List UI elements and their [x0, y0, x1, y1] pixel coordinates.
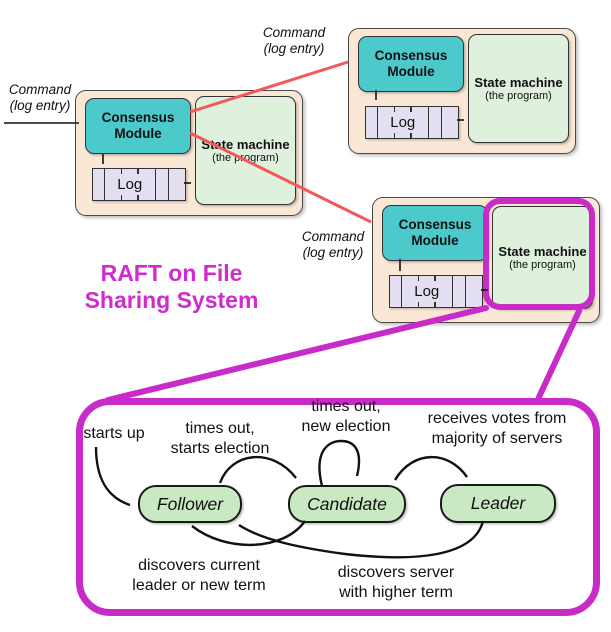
command-label-line2: (log entry) — [302, 245, 364, 260]
label-line: receives votes from — [427, 410, 567, 427]
follower-state-label: Follower — [156, 493, 224, 514]
candidate-state-label: Candidate — [307, 493, 387, 514]
command-label-line1: Command — [8, 82, 72, 97]
consensus-module-label-line2: Module — [114, 126, 162, 141]
command-label-bottom: Command (log entry) — [294, 229, 372, 261]
log-tick — [137, 195, 139, 200]
log-cell — [156, 169, 170, 200]
consensus-module: Consensus Module — [382, 205, 488, 261]
log-tick — [393, 133, 396, 138]
log-cell: Log — [402, 276, 453, 307]
state-machine-label: State machine — [201, 137, 290, 152]
leader-state: Leader — [440, 484, 556, 523]
log-tick — [410, 133, 412, 138]
starts-up-label: starts up — [78, 424, 150, 444]
consensus-module-label-line2: Module — [411, 233, 459, 248]
state-machine-label: State machine — [498, 244, 587, 259]
log-cell: Log — [105, 169, 156, 200]
leader-state-label: Leader — [470, 493, 526, 513]
log-cell — [429, 107, 443, 138]
log-label: Log — [390, 114, 416, 131]
log-tick — [417, 276, 420, 281]
log-label: Log — [414, 283, 440, 300]
starts-up-text: starts up — [83, 425, 145, 442]
label-line: new election — [301, 418, 391, 435]
log-cell — [442, 107, 458, 138]
log-cell — [453, 276, 467, 307]
command-label-top: Command (log entry) — [253, 25, 335, 57]
state-machine-sublabel: (the program) — [212, 152, 279, 164]
log-tick — [120, 195, 123, 200]
log-cell — [169, 169, 185, 200]
command-label-left: Command (log entry) — [0, 82, 80, 114]
page-title: RAFT on File Sharing System — [64, 260, 279, 314]
label-line: with higher term — [339, 584, 453, 601]
log-label: Log — [117, 176, 143, 193]
consensus-module-label-line1: Consensus — [398, 217, 472, 232]
log-tick — [417, 302, 420, 307]
discovers-leader-label: discovers current leader or new term — [110, 556, 288, 596]
magenta-funnel-line-right — [536, 308, 582, 400]
log-cell — [366, 107, 378, 138]
log-cell — [466, 276, 482, 307]
receives-votes-label: receives votes from majority of servers — [412, 409, 582, 449]
state-machine-highlight-box — [483, 198, 595, 310]
times-out-starts-election-label: times out, starts election — [152, 419, 288, 459]
log-cell: Log — [378, 107, 429, 138]
command-label-line1: Command — [301, 229, 365, 244]
server-box-top-right: Consensus Module State machine (the prog… — [348, 28, 576, 154]
consensus-module: Consensus Module — [358, 36, 464, 92]
log-tick — [434, 276, 436, 281]
state-machine: State machine (the program) — [492, 206, 593, 309]
log: Log — [92, 168, 186, 201]
log-cell — [93, 169, 105, 200]
log-tick — [434, 302, 436, 307]
label-line: times out, — [185, 420, 255, 437]
server-box-left: Consensus Module State machine (the prog… — [75, 90, 303, 216]
log-tick — [393, 107, 396, 112]
page-title-line1: RAFT on File — [100, 260, 243, 286]
log: Log — [389, 275, 483, 308]
state-machine-sublabel: (the program) — [485, 90, 552, 102]
page-title-line2: Sharing System — [84, 287, 259, 313]
label-line: times out, — [311, 398, 381, 415]
candidate-state: Candidate — [288, 485, 406, 523]
label-line: leader or new term — [132, 577, 266, 594]
times-out-new-election-label: times out, new election — [281, 397, 411, 437]
consensus-module-label-line2: Module — [387, 64, 435, 79]
consensus-module-label-line1: Consensus — [101, 110, 175, 125]
log-tick — [120, 169, 123, 174]
state-machine-sublabel: (the program) — [509, 259, 576, 271]
discovers-server-label: discovers server with higher term — [318, 563, 474, 603]
log-tick — [137, 169, 139, 174]
label-line: discovers server — [337, 564, 455, 581]
consensus-module-label-line1: Consensus — [374, 48, 448, 63]
state-machine: State machine (the program) — [468, 34, 569, 143]
state-machine: State machine (the program) — [195, 96, 296, 205]
label-line: majority of servers — [431, 430, 563, 447]
command-label-line2: (log entry) — [263, 41, 325, 56]
label-line: starts election — [170, 440, 270, 457]
log: Log — [365, 106, 459, 139]
label-line: discovers current — [138, 557, 260, 574]
log-tick — [410, 107, 412, 112]
log-cell — [390, 276, 402, 307]
command-label-line2: (log entry) — [9, 98, 71, 113]
state-machine-label: State machine — [474, 75, 563, 90]
consensus-module: Consensus Module — [85, 98, 191, 154]
follower-state: Follower — [138, 485, 242, 523]
command-label-line1: Command — [262, 25, 326, 40]
